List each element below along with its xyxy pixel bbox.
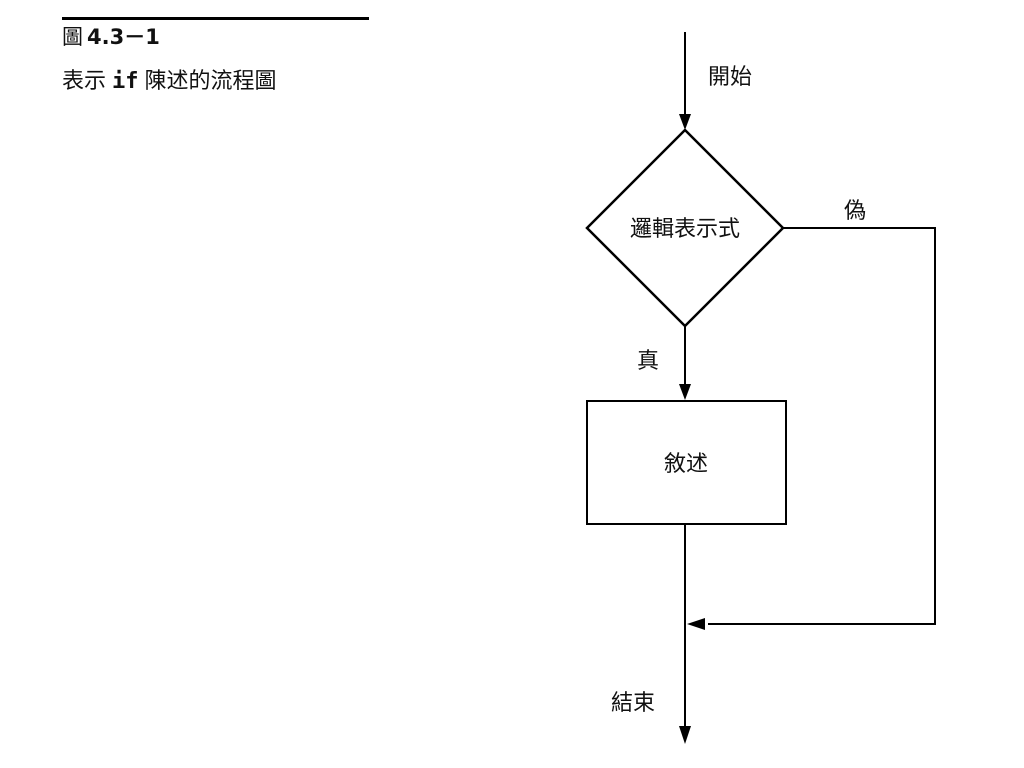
true-label: 真 bbox=[637, 349, 659, 374]
end-arrow-head bbox=[679, 726, 691, 744]
statement-box bbox=[586, 400, 787, 525]
end-label: 結束 bbox=[611, 691, 655, 716]
false-branch-arrow-head bbox=[687, 618, 705, 630]
figure-title-before: 表示 bbox=[62, 69, 107, 94]
statement-label: 敘述 bbox=[664, 452, 708, 477]
true-branch-arrow-head bbox=[679, 384, 691, 400]
false-label: 偽 bbox=[844, 199, 866, 224]
figure-prefix: 圖 bbox=[62, 25, 83, 49]
figure-number-value: 4.3－1 bbox=[87, 25, 160, 49]
start-arrow-head bbox=[679, 114, 691, 130]
start-label: 開始 bbox=[708, 65, 752, 90]
false-branch-line bbox=[708, 227, 936, 625]
condition-label: 邏輯表示式 bbox=[630, 217, 740, 242]
caption-rule bbox=[62, 17, 369, 20]
figure-title-after: 陳述的流程圖 bbox=[144, 69, 277, 94]
figure-title-code: if bbox=[112, 69, 139, 94]
